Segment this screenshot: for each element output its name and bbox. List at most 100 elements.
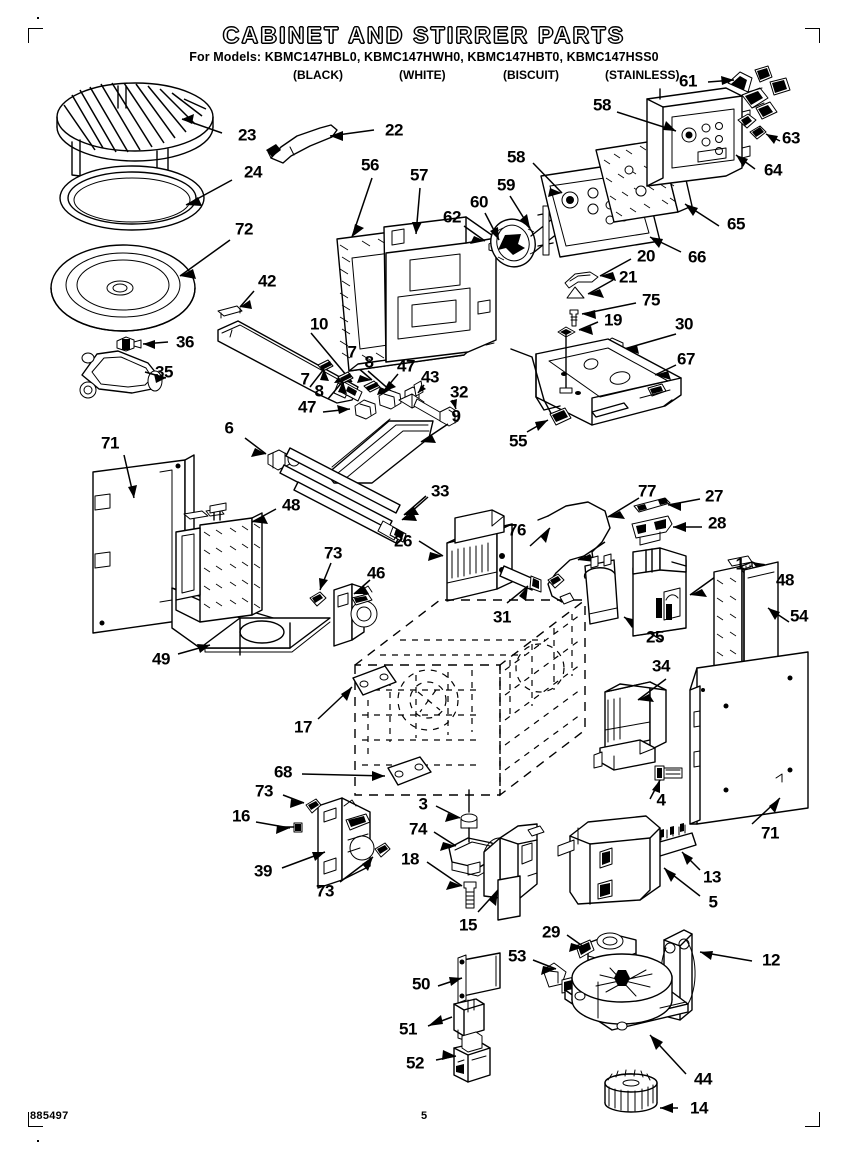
page-title: CABINET AND STIRRER PARTS [222,22,626,49]
callout-58b: 58 [592,95,612,115]
callout-74: 74 [408,819,428,839]
callout-42: 42 [257,271,277,291]
callout-43: 43 [420,367,440,387]
part-17-bracket [352,665,397,696]
callout-31: 31 [492,607,512,627]
finish-label-3: (STAINLESS) [605,68,680,82]
callout-27: 27 [704,486,724,506]
finish-label-2: (BISCUIT) [503,68,559,82]
finish-label-1: (WHITE) [399,68,446,82]
part-72-turntable-plate [50,244,196,332]
callout-48b: 48 [775,570,795,590]
callout-6: 6 [224,418,234,438]
part-4-screw [654,765,683,781]
callout-55: 55 [508,431,528,451]
callout-13: 13 [702,867,722,887]
part-51-switch [453,998,485,1043]
callout-67: 67 [676,349,696,369]
part-23-rack [56,82,214,197]
callout-5: 5 [708,892,718,912]
callout-61: 61 [678,71,698,91]
callout-77: 77 [637,481,657,501]
part-28-fuse-holder [631,515,673,546]
part-48-magnetron [175,502,263,623]
part-26-transformer [446,509,542,602]
part-19-nut [557,326,576,347]
callout-22: 22 [384,120,404,140]
part-20-wire-clip [564,271,599,289]
callout-12: 12 [761,950,781,970]
callout-50: 50 [411,974,431,994]
callout-28: 28 [707,513,727,533]
part-42-clip [217,305,243,319]
part-5-air-duct [557,815,661,905]
part-15-air-duct-left [483,823,545,921]
callout-62: 62 [442,207,462,227]
callout-29: 29 [541,922,561,942]
callout-65: 65 [726,214,746,234]
callout-7b: 7 [300,369,310,389]
callout-3: 3 [418,794,428,814]
crop-mark-bottom-right [805,1112,820,1127]
callout-47b: 47 [297,397,317,417]
callout-72: 72 [234,219,254,239]
callout-10: 10 [309,314,329,334]
part-35-bracket [79,350,163,399]
callout-73b: 73 [254,781,274,801]
callout-34: 34 [651,656,671,676]
callout-9: 9 [451,406,461,426]
callout-73a: 73 [323,543,343,563]
callout-17: 17 [293,717,313,737]
callout-1: 1 [735,554,745,574]
callout-7a: 7 [347,342,357,362]
callout-53: 53 [507,946,527,966]
callout-30: 30 [674,314,694,334]
callout-47a: 47 [396,356,416,376]
callout-57: 57 [409,165,429,185]
footer-part-code: 885497 [30,1110,69,1122]
callout-49: 49 [151,649,171,669]
part-24-turntable-ring [59,165,205,231]
part-43-fitting [398,380,446,423]
part-36-clip [116,336,142,352]
part-14-blower-wheel [604,1069,658,1113]
part-75-screw [569,309,579,327]
callout-16: 16 [231,806,251,826]
callout-4: 4 [656,790,666,810]
part-9-waveguide-cover [326,418,434,484]
part-63-screw [749,125,767,140]
callout-51: 51 [398,1019,418,1039]
callout-46: 46 [366,563,386,583]
callout-48a: 48 [281,495,301,515]
part-3-bushing [460,789,478,829]
callout-59: 59 [496,175,516,195]
callout-8a: 8 [364,352,374,372]
part-73-screw-left [309,591,327,607]
callout-39: 39 [253,861,273,881]
callout-26: 26 [393,531,413,551]
part-13-vent-clip [655,823,697,857]
callout-36: 36 [175,332,195,352]
part-10-stirrer-guide [217,320,363,404]
registration-dot [37,17,39,19]
callout-63: 63 [781,128,801,148]
part-39-latch-body [317,797,375,889]
part-47-nuts [354,389,402,420]
registration-dot [37,1140,39,1142]
crop-mark-top-right [805,28,820,43]
oven-cavity-phantom [354,599,588,797]
callout-24: 24 [243,162,263,182]
part-32-cap [439,406,459,427]
callout-32: 32 [449,382,469,402]
model-list: For Models: KBMC147HBL0, KBMC147HWH0, KB… [189,50,659,64]
callout-8b: 8 [314,381,324,401]
part-64-panel-frame [646,87,751,187]
part-61-stirrer-blade [727,65,791,129]
callout-21: 21 [618,267,638,287]
part-73-screw-top [305,798,322,814]
callout-52: 52 [405,1053,425,1073]
part-27-fuse [633,497,671,513]
part-44-blower-motor [564,953,689,1031]
part-68-bracket [387,756,432,786]
